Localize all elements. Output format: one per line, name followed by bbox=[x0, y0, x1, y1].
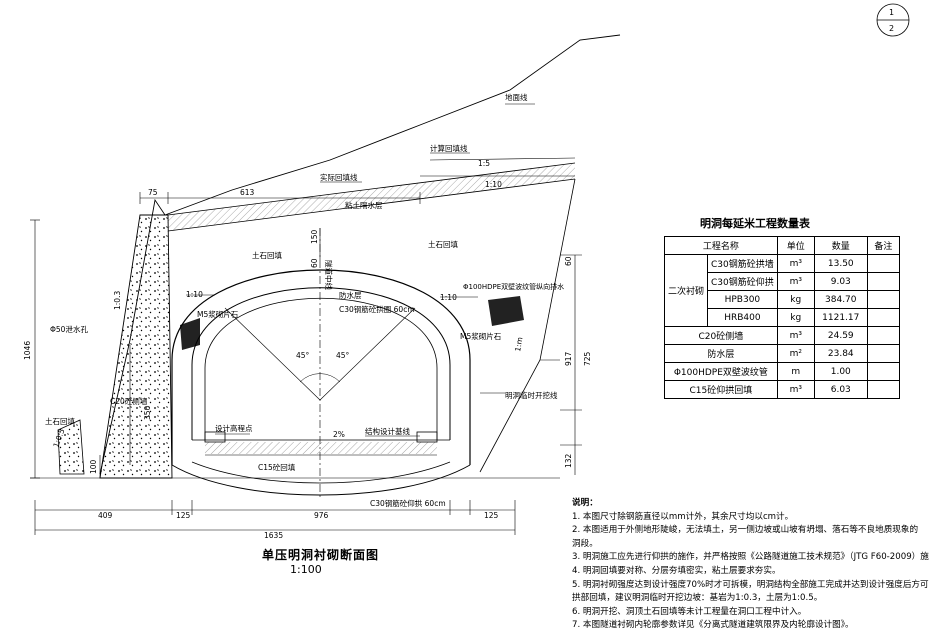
label-c20-wall: C20砼侧墙 bbox=[110, 396, 148, 406]
table-header-row: 工程名称 单位 数量 备注 bbox=[664, 236, 901, 255]
notes-heading: 说明： bbox=[572, 498, 598, 508]
note-item: 4. 明洞回填要对称、分层夯填密实，粘土层要求夯实。 bbox=[572, 565, 781, 576]
terrain-lines bbox=[99, 34, 621, 475]
note-item: 7. 本图隧道衬砌内轮廓参数详见《分离式隧道建筑限界及内轮廓设计图》。 bbox=[572, 620, 854, 631]
svg-text:976: 976 bbox=[314, 511, 329, 520]
label-backfill-right: 土石回填 bbox=[428, 239, 458, 249]
note-item: 5. 明洞衬砌强度达到设计强度70%时才可拆模，明洞结构全部施工完成并达到设计强… bbox=[572, 579, 929, 590]
dimension-lines bbox=[30, 192, 582, 535]
svg-text:1635: 1635 bbox=[264, 531, 283, 540]
label-m5-left: M5浆砌片石 bbox=[197, 309, 239, 319]
note-item: 1. 本图尺寸除钢筋直径以mm计外，其余尺寸均以cm计。 bbox=[572, 511, 794, 522]
note-item: 3. 明洞施工应先进行仰拱的施作，并严格按照《公路隧道施工技术规范》（JTG F… bbox=[572, 552, 929, 563]
label-angle-right: 45° bbox=[336, 351, 350, 360]
label-backfill-bottom: 土石回填 bbox=[45, 416, 75, 426]
svg-text:125: 125 bbox=[484, 511, 499, 520]
drawing-title: 单压明洞衬砌断面图 bbox=[262, 548, 380, 562]
svg-text:75: 75 bbox=[148, 188, 158, 197]
svg-text:60: 60 bbox=[564, 256, 573, 266]
label-actual-backfill: 实际回填线 bbox=[320, 172, 358, 182]
label-c30-invert: C30钢筋砼仰拱 60cm bbox=[370, 498, 446, 508]
svg-text:350: 350 bbox=[143, 405, 152, 420]
svg-text:725: 725 bbox=[583, 351, 592, 366]
svg-text:917: 917 bbox=[564, 351, 573, 366]
svg-text:1: 1 bbox=[889, 8, 894, 17]
label-design-elev: 设计高程点 bbox=[215, 423, 253, 433]
quantity-table-title: 明洞每延米工程数量表 bbox=[700, 217, 810, 230]
label-angle-left: 45° bbox=[296, 351, 310, 360]
label-slope-right: 1:10 bbox=[440, 293, 457, 302]
svg-text:100: 100 bbox=[89, 459, 98, 474]
table-group-label: 二次衬砌 bbox=[663, 254, 709, 327]
table-header-unit: 单位 bbox=[776, 236, 815, 255]
label-slope-0-3: 1:0.3 bbox=[113, 291, 122, 310]
sheet-mark: 1 2 bbox=[876, 3, 910, 37]
label-m5-right: M5浆砌片石 bbox=[460, 331, 502, 341]
table-row: 防水层 m² 23.84 bbox=[664, 344, 901, 363]
note-item: 拱部回填，建议明洞临时开挖边坡：基岩为1:0.3，土层为1:0.5。 bbox=[572, 593, 823, 604]
clay-layer bbox=[168, 163, 575, 231]
notes: 说明： 1. 本图尺寸除钢筋直径以mm计外，其余尺寸均以cm计。 2. 本图适用… bbox=[572, 497, 929, 633]
note-item: 6. 明洞开挖、洞顶土石回填等未计工程量在洞口工程中计入。 bbox=[572, 606, 807, 617]
tunnel-lining bbox=[171, 269, 471, 496]
table-row: C30钢筋砼仰拱 m³ 9.03 bbox=[665, 272, 901, 291]
drawing-scale: 1:100 bbox=[290, 563, 322, 576]
label-waterproof: 防水层 bbox=[339, 290, 362, 300]
svg-text:613: 613 bbox=[240, 188, 255, 197]
table-row: Φ100HDPE双壁波纹管 m 1.00 bbox=[664, 362, 901, 381]
table-row: HPB300 kg 384.70 bbox=[665, 290, 901, 309]
svg-text:409: 409 bbox=[98, 511, 113, 520]
label-drain-hole: Φ50泄水孔 bbox=[50, 324, 88, 334]
table-row: 二次衬砌 C30钢筋砼拱墙 m³ 13.50 bbox=[663, 254, 901, 327]
dimension-values: 75 613 1046 150 60 60 917 725 132 350 10… bbox=[23, 188, 592, 540]
table-header-qty: 数量 bbox=[813, 236, 868, 255]
drawing-labels: 地面线 计算回填线 1:5 1:10 实际回填线 粘土隔水层 土石回填 土石回填… bbox=[45, 92, 564, 508]
table-header-remark: 备注 bbox=[866, 236, 901, 255]
label-hdpe: Φ100HDPE双壁波纹管纵向排水 bbox=[463, 282, 564, 291]
label-backfill-left: 土石回填 bbox=[252, 250, 282, 260]
label-slope-m: 1:m bbox=[513, 336, 524, 352]
label-center-line: 隧道中线 bbox=[324, 260, 334, 290]
table-row: C15砼仰拱回填 m³ 6.03 bbox=[664, 380, 901, 399]
label-temp-excavation: 明洞临时开挖线 bbox=[505, 390, 558, 400]
table-header-name: 工程名称 bbox=[664, 236, 778, 255]
label-grade: 2% bbox=[333, 430, 345, 439]
svg-text:132: 132 bbox=[564, 453, 573, 468]
svg-text:125: 125 bbox=[176, 511, 191, 520]
left-rubble-block bbox=[180, 318, 200, 350]
label-design-backfill: 计算回填线 bbox=[430, 143, 468, 153]
label-structure-line: 结构设计基线 bbox=[365, 426, 410, 436]
quantity-table: 工程名称 单位 数量 备注 二次衬砌 C30钢筋砼拱墙 m³ 13.50 C30… bbox=[663, 236, 901, 399]
label-clay-layer: 粘土隔水层 bbox=[345, 200, 383, 210]
right-rubble-block bbox=[488, 296, 524, 326]
label-c15-backfill: C15砼回填 bbox=[258, 462, 296, 472]
label-ground-line: 地面线 bbox=[505, 92, 528, 102]
label-c30-arch: C30钢筋砼拱圈 60cm bbox=[339, 304, 415, 314]
note-item: 2. 本图适用于外侧地形陡峻，无法填土，另一侧边坡或山坡有坍塌、落石等不良地质现… bbox=[572, 525, 919, 536]
svg-text:60: 60 bbox=[310, 258, 319, 268]
leader-lines bbox=[186, 103, 535, 437]
note-item: 洞段。 bbox=[572, 538, 598, 549]
table-row: C20砼侧墙 m³ 24.59 bbox=[664, 326, 901, 345]
svg-text:1046: 1046 bbox=[23, 341, 32, 360]
center-lines bbox=[224, 228, 416, 500]
svg-text:150: 150 bbox=[310, 229, 319, 244]
label-slope-1-5: 1:5 bbox=[478, 159, 490, 168]
section-drawing: 1 2 bbox=[23, 3, 910, 540]
label-slope-1-10-top: 1:10 bbox=[485, 180, 502, 189]
label-slope-left: 1:10 bbox=[186, 290, 203, 299]
left-bottom-block bbox=[57, 419, 85, 475]
left-side-wall bbox=[99, 214, 173, 479]
svg-text:2: 2 bbox=[889, 24, 894, 33]
